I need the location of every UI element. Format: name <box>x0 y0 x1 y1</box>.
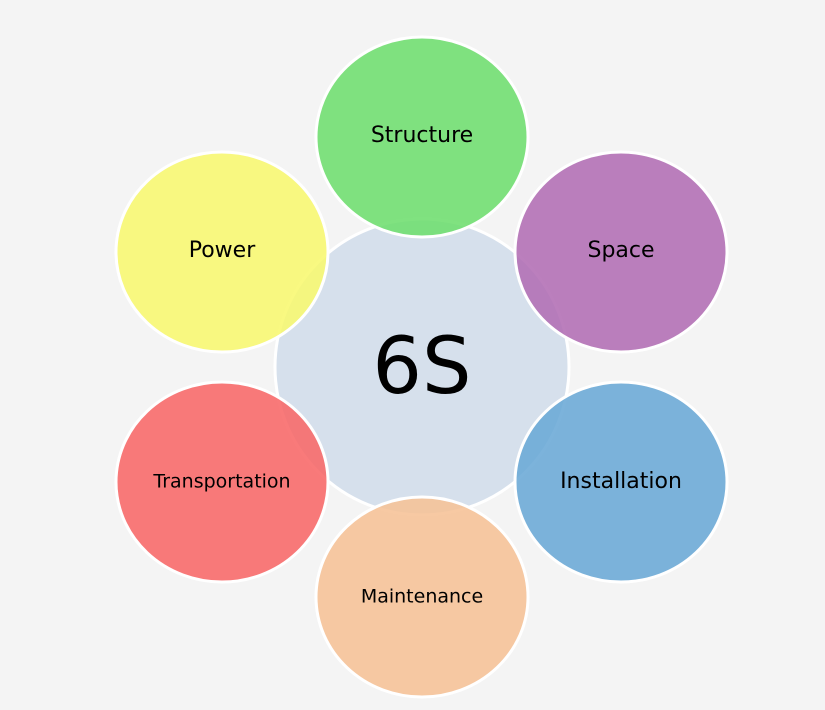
center-label: 6S <box>372 322 472 412</box>
power-circle <box>114 150 330 354</box>
installation-label: Installation <box>560 469 682 494</box>
maintenance-circle <box>314 495 530 699</box>
transportation-label: Transportation <box>153 470 291 493</box>
space-circle <box>513 150 729 354</box>
power-label: Power <box>188 238 256 263</box>
space-label: Space <box>587 238 655 263</box>
installation-circle <box>513 380 729 584</box>
structure-label: Structure <box>370 123 474 148</box>
transportation-circle <box>114 380 330 584</box>
structure-circle <box>314 35 530 239</box>
maintenance-label: Maintenance <box>360 585 484 608</box>
